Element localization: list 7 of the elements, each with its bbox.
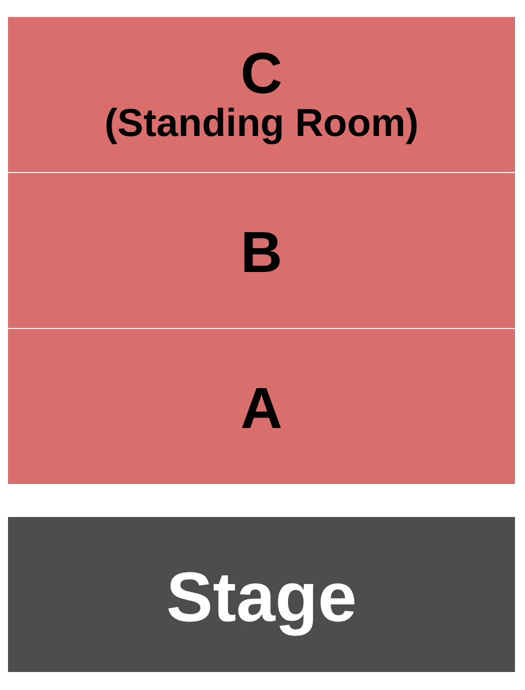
seating-section <box>8 329 515 484</box>
seating-section <box>8 173 515 328</box>
stage-area <box>8 517 515 672</box>
stage-label: Stage <box>166 556 357 638</box>
section-label: B <box>240 218 282 287</box>
section-label: A <box>240 374 282 443</box>
seating-section <box>8 17 515 172</box>
